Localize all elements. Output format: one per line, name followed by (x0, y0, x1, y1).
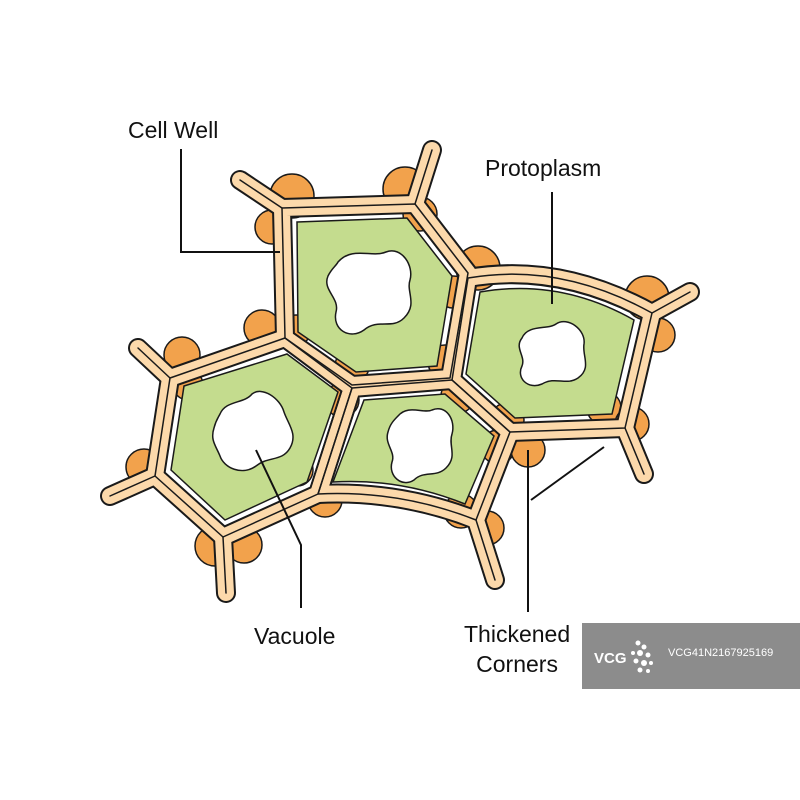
svg-text:VCG: VCG (594, 650, 627, 667)
thickened-label-line1: Thickened (464, 621, 571, 647)
cell-walls (100, 140, 700, 603)
leader-line-cell-wall (180, 149, 280, 253)
vacuole-label: Vacuole (254, 623, 336, 649)
leader-lines (180, 149, 605, 612)
protoplasm-regions (170, 217, 635, 521)
watermark-id: VCG41N2167925169 (668, 647, 774, 659)
vacuole-left (211, 390, 294, 472)
thickened-label-line2: Corners (476, 650, 558, 677)
vacuole-top (326, 250, 412, 335)
protoplasm-label: Protoplasm (485, 155, 602, 181)
vacuole-right (518, 321, 587, 387)
leader-line-vacuole (255, 449, 302, 608)
thickened-corners-label: Thickened Corners (464, 620, 570, 680)
vacuole-bottom (386, 407, 454, 484)
watermark: VCG VCG41N2167925169 (582, 623, 800, 689)
leader-line-thickened-2 (530, 446, 605, 501)
cell-wall-label: Cell Well (128, 117, 219, 143)
vacuoles (211, 250, 587, 484)
vcg-logo-icon: VCG (594, 640, 653, 673)
